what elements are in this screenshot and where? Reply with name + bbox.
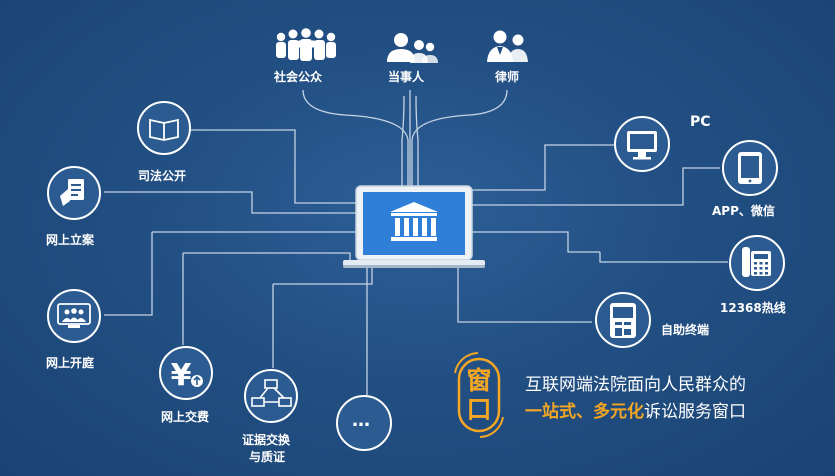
online-hearing-badge (47, 289, 101, 343)
label-online-hearing: 网上开庭 (46, 356, 95, 370)
label-hotline: 12368热线 (720, 301, 786, 315)
evidence-badge (244, 369, 298, 423)
tablet-icon (738, 152, 762, 184)
window-badge (454, 352, 504, 438)
label-more: … (352, 410, 370, 431)
tagline-rest: 诉讼服务窗口 (644, 402, 746, 422)
crowd-icon (276, 28, 336, 61)
video-meeting-icon (57, 303, 91, 328)
label-kiosk: 自助终端 (661, 323, 710, 337)
badge-char-2: 口 (466, 395, 492, 424)
judicial-open-badge (137, 101, 191, 155)
pc-badge (614, 116, 670, 172)
party-icon (387, 33, 438, 63)
connector-hotline (599, 252, 728, 263)
hotline-badge (729, 235, 785, 291)
yen-coin-icon: ¥ (171, 358, 192, 393)
document-icon (60, 179, 84, 206)
lawyer-icon (487, 30, 528, 62)
tagline-line2: 一站式、多元化诉讼服务窗口 (525, 399, 746, 426)
app-badge (722, 140, 778, 196)
connector-pc (472, 144, 614, 191)
connector-online-filing (104, 191, 358, 214)
central-laptop (343, 185, 485, 268)
connector-kiosk (457, 268, 592, 323)
label-judicial-open: 司法公开 (138, 169, 187, 183)
kiosk-icon (610, 303, 636, 338)
online-payment-badge: ¥ (159, 346, 213, 400)
connector-lawyer (411, 89, 508, 186)
label-pc: PC (690, 114, 711, 130)
tagline-highlight: 一站式、多元化 (525, 402, 644, 422)
label-lawyer: 律师 (495, 70, 520, 84)
label-online-filing: 网上立案 (46, 233, 95, 247)
label-online-payment: 网上交费 (161, 410, 210, 424)
network-flow-icon (251, 379, 292, 407)
tagline-line1: 互联网端法院面向人民群众的 (525, 375, 746, 395)
label-evidence-line2: 与质证 (249, 450, 286, 464)
connector-judicial-open (190, 129, 358, 204)
label-app: APP、微信 (712, 204, 775, 218)
tagline: 互联网端法院面向人民群众的 一站式、多元化诉讼服务窗口 (525, 372, 746, 426)
connector-public (302, 89, 409, 186)
label-evidence-line1: 证据交换 (242, 433, 291, 447)
connector-app (472, 167, 720, 206)
telephone-icon (742, 247, 771, 277)
monitor-icon (627, 131, 657, 160)
label-party: 当事人 (388, 70, 425, 84)
connector-online-hearing (104, 232, 153, 316)
kiosk-badge (595, 292, 651, 348)
badge-char-1: 窗 (466, 366, 492, 395)
courthouse-icon (390, 202, 438, 241)
label-public: 社会公众 (274, 70, 323, 84)
book-icon (149, 118, 179, 141)
online-filing-badge (47, 166, 101, 220)
more-badge (336, 395, 392, 451)
